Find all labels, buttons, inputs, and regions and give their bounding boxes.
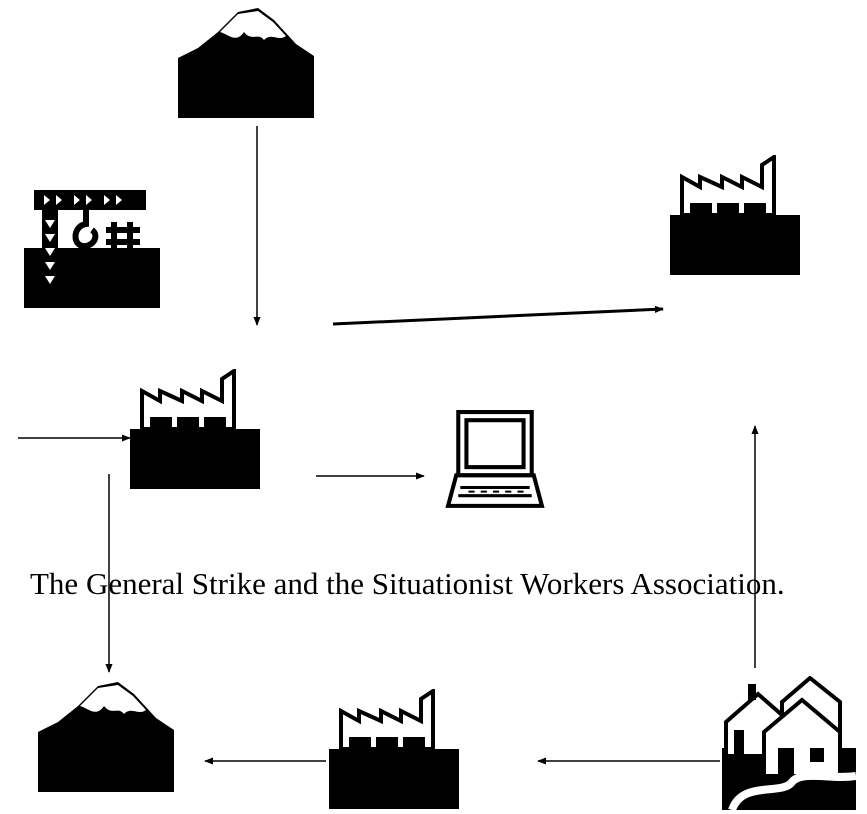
crane-icon <box>24 190 160 308</box>
mountain-icon <box>178 8 314 118</box>
factory-icon <box>329 691 459 809</box>
factory-icon <box>670 155 800 275</box>
diagram-caption: The General Strike and the Situationist … <box>30 566 785 601</box>
mountain-icon <box>38 682 174 792</box>
arrow-to-factory-top-right <box>332 305 664 326</box>
houses-icon <box>722 678 856 810</box>
laptop-icon <box>448 412 542 506</box>
factory-icon <box>130 369 260 489</box>
